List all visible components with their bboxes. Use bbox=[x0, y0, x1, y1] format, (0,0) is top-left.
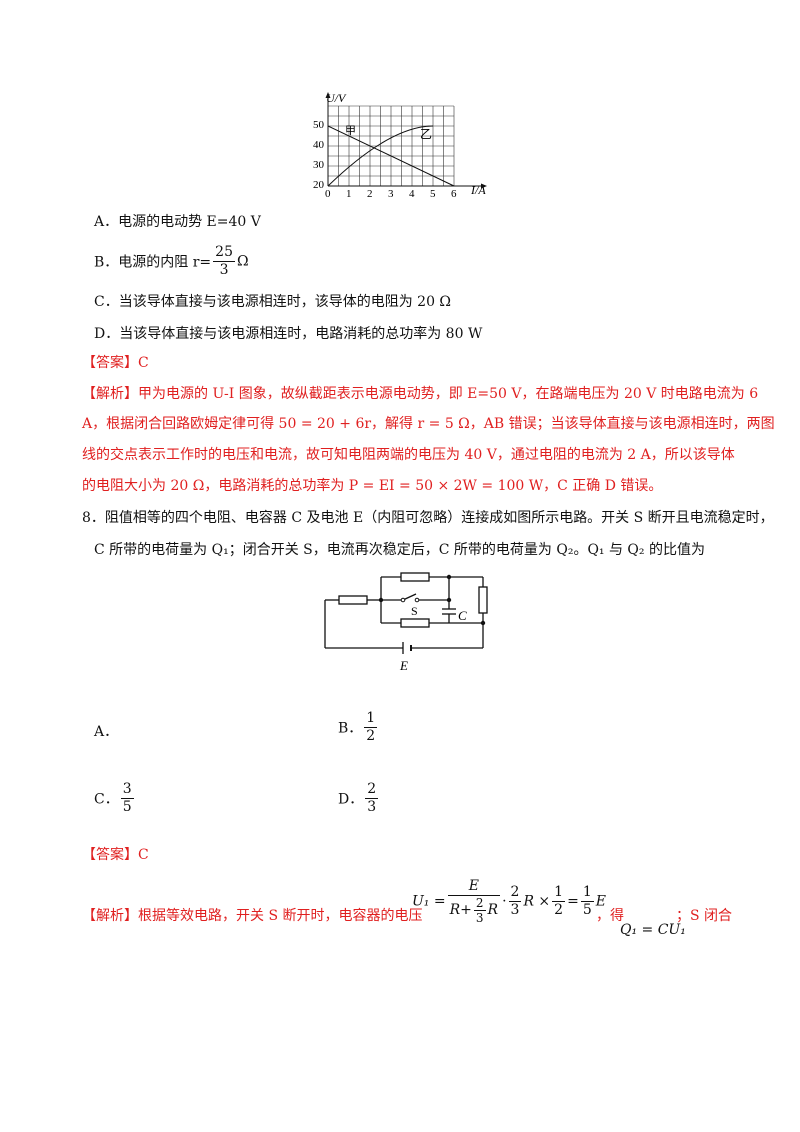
q8-analysis-tail: ；S 闭合 bbox=[676, 908, 733, 924]
line-jia bbox=[327, 125, 455, 187]
x-tick-2: 2 bbox=[367, 188, 373, 200]
q7-analysis-line3: 线的交点表示工作时的电压和电流，故可知电阻两端的电压为 40 V，通过电阻的电流… bbox=[82, 447, 735, 463]
y-tick-20: 20 bbox=[313, 179, 325, 191]
circuit-diagram: S C E bbox=[324, 572, 488, 673]
x-tick-4: 4 bbox=[409, 188, 415, 200]
resistor-top bbox=[400, 572, 430, 582]
q7-analysis-line4: 的电阻大小为 20 Ω，电路消耗的总功率为 P = EI = 50 × 2W =… bbox=[82, 478, 663, 494]
q7-option-b-prefix: B．电源的内阻 r= bbox=[94, 254, 212, 271]
capacitor-label: C bbox=[458, 608, 467, 623]
x-tick-3: 3 bbox=[388, 188, 394, 200]
q7-option-b-suffix: Ω bbox=[237, 253, 249, 270]
q8-analysis-get: ，得 bbox=[596, 908, 624, 924]
line-yi-label: 乙 bbox=[420, 127, 432, 141]
q7-option-c: C．当该导体直接与该电源相连时，该导体的电阻为 20 Ω bbox=[94, 294, 452, 310]
resistor-left bbox=[338, 595, 368, 605]
q8-analysis-prefix: 【解析】根据等效电路，开关 S 断开时，电容器的电压 bbox=[82, 908, 423, 924]
x-tick-5: 5 bbox=[430, 188, 436, 200]
resistor-right bbox=[478, 586, 488, 614]
x-tick-0: 0 bbox=[325, 188, 331, 200]
battery-label: E bbox=[399, 658, 408, 673]
q7-option-d: D．当该导体直接与该电源相连时，电路消耗的总功率为 80 W bbox=[94, 326, 483, 342]
y-axis-label: U/V bbox=[326, 91, 347, 105]
line-jia-label: 甲 bbox=[345, 125, 356, 137]
q8-stem-line1: 8．阻值相等的四个电阻、电容器 C 及电池 E（内阻可忽略）连接成如图所示电路。… bbox=[82, 510, 774, 526]
q7-answer: 【答案】C bbox=[82, 355, 149, 371]
q8-stem-line2: C 所带的电荷量为 Q₁；闭合开关 S，电流再次稳定后，C 所带的电荷量为 Q₂… bbox=[94, 542, 705, 558]
switch-blade bbox=[402, 593, 417, 601]
q7-analysis-line2: A，根据闭合回路欧姆定律可得 50 = 20 + 6r，解得 r = 5 Ω，A… bbox=[82, 416, 775, 432]
resistor-bottom bbox=[400, 618, 430, 628]
q8-answer: 【答案】C bbox=[82, 847, 149, 863]
y-tick-40: 40 bbox=[313, 139, 325, 151]
x-tick-1: 1 bbox=[346, 188, 352, 200]
switch-label: S bbox=[411, 604, 418, 618]
y-tick-30: 30 bbox=[313, 159, 325, 171]
curve-yi bbox=[327, 125, 434, 187]
y-tick-50: 50 bbox=[313, 119, 325, 131]
q7-option-a: A．电源的电动势 E=40 V bbox=[94, 214, 261, 230]
q7-analysis-line1: 【解析】甲为电源的 U-I 图象，故纵截距表示电源电动势，即 E=50 V，在路… bbox=[82, 386, 759, 402]
ui-graph: U/V I/A 50 40 30 20 0 1 2 3 4 5 6 甲 乙 bbox=[313, 91, 487, 200]
x-tick-6: 6 bbox=[451, 188, 457, 200]
q8-option-a: A． bbox=[94, 724, 119, 740]
q8-analysis-q1: Q₁ = CU₁ bbox=[620, 922, 686, 938]
